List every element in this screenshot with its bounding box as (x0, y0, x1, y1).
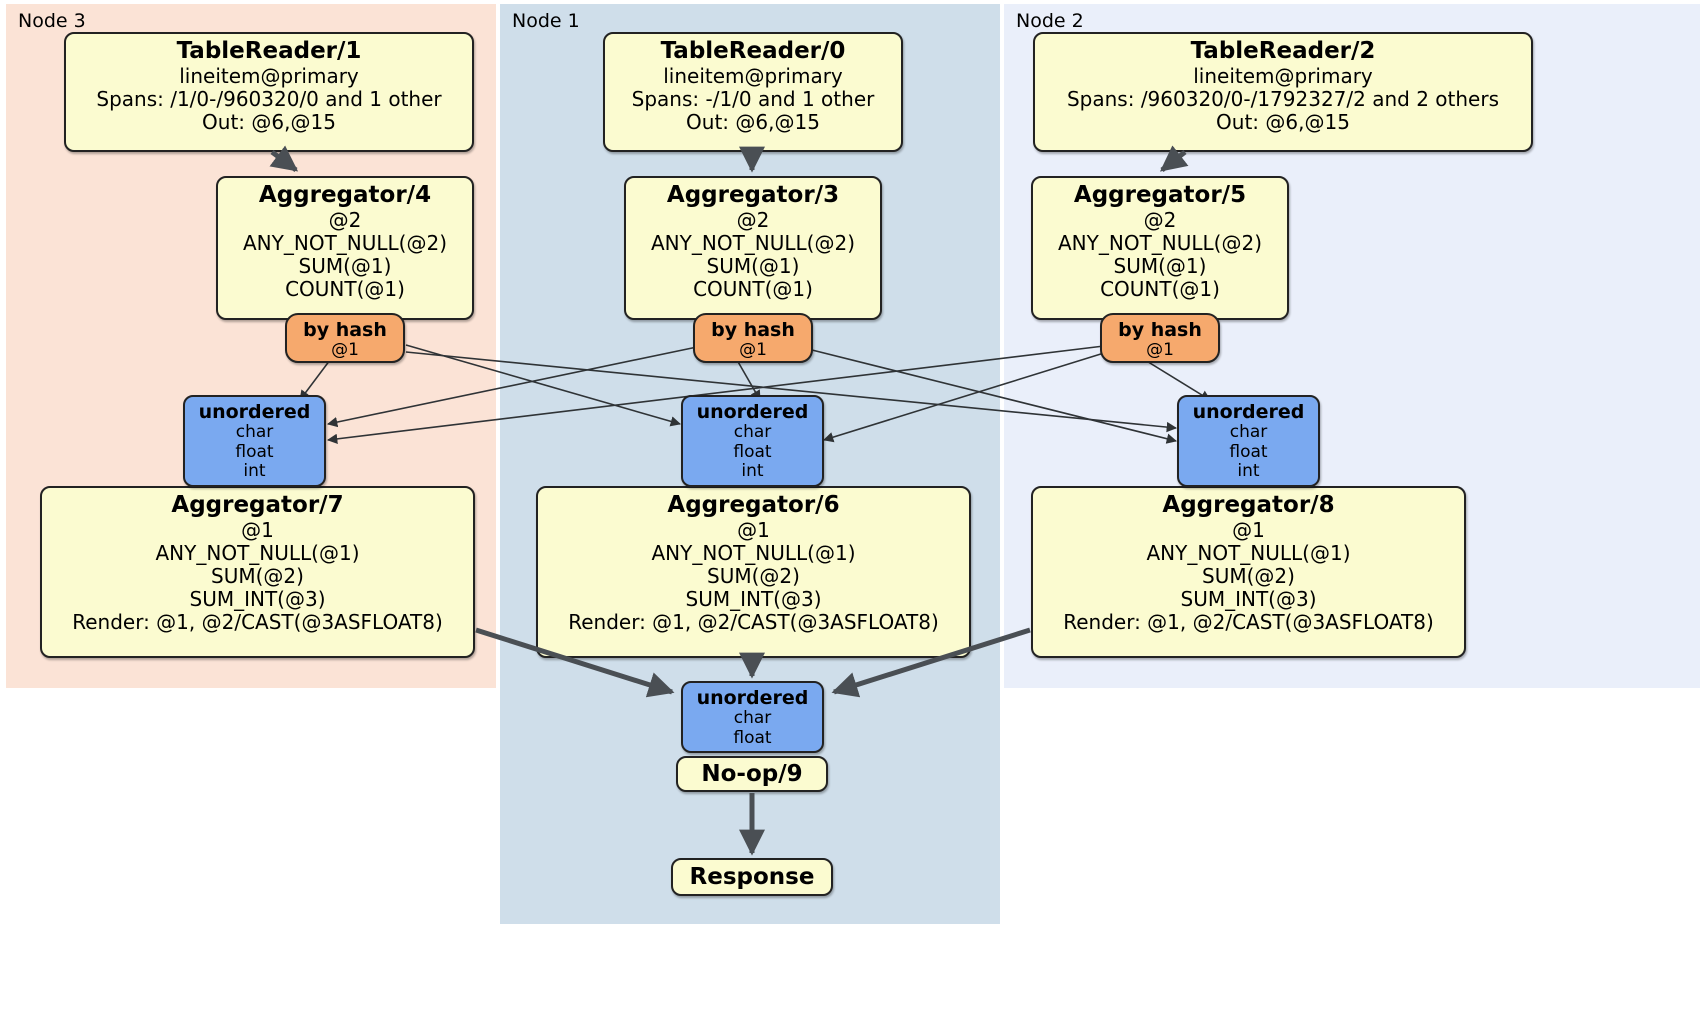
box-detail: lineitem@primary (179, 63, 359, 88)
box-detail: SUM(@1) (706, 254, 800, 279)
node-label-node3: Node 3 (18, 10, 86, 32)
processor-aggregator-5[interactable]: Aggregator/5 @2 ANY_NOT_NULL(@2) SUM(@1)… (1031, 176, 1289, 320)
box-detail: Out: @6,@15 (202, 110, 336, 135)
synchronizer-unordered-left[interactable]: unordered char float int (183, 395, 326, 487)
box-title: No-op/9 (701, 760, 803, 787)
box-detail: Render: @1, @2/CAST(@3ASFLOAT8) (568, 610, 939, 635)
processor-aggregator-8[interactable]: Aggregator/8 @1 ANY_NOT_NULL(@1) SUM(@2)… (1031, 486, 1466, 658)
box-detail: COUNT(@1) (1100, 277, 1220, 302)
box-detail: ANY_NOT_NULL(@2) (243, 230, 447, 255)
processor-aggregator-3[interactable]: Aggregator/3 @2 ANY_NOT_NULL(@2) SUM(@1)… (624, 176, 882, 320)
node-label-node2: Node 2 (1016, 10, 1084, 32)
synchronizer-unordered-center[interactable]: unordered char float int (681, 395, 824, 487)
processor-table-reader-2[interactable]: TableReader/2 lineitem@primary Spans: /9… (1033, 32, 1533, 152)
box-detail: float (1229, 441, 1268, 462)
processor-aggregator-4[interactable]: Aggregator/4 @2 ANY_NOT_NULL(@2) SUM(@1)… (216, 176, 474, 320)
box-title: Aggregator/3 (666, 182, 840, 208)
box-title: Aggregator/7 (171, 492, 344, 518)
router-by-hash-right[interactable]: by hash @1 (1100, 313, 1220, 363)
box-detail: SUM_INT(@3) (1180, 587, 1317, 612)
box-detail: @2 (1143, 207, 1177, 232)
box-detail: Spans: /1/0-/960320/0 and 1 other (96, 86, 442, 111)
box-title: by hash (1118, 319, 1202, 341)
box-detail: @1 (737, 517, 770, 542)
box-detail: @1 (1232, 517, 1265, 542)
box-detail: int (243, 461, 266, 482)
box-detail: ANY_NOT_NULL(@2) (651, 230, 855, 255)
synchronizer-unordered-right[interactable]: unordered char float int (1177, 395, 1320, 487)
box-detail: @2 (736, 207, 770, 232)
box-title: TableReader/2 (1190, 38, 1376, 64)
box-title: by hash (303, 319, 387, 341)
box-title: Response (689, 863, 815, 890)
box-title: Aggregator/8 (1162, 492, 1335, 518)
box-detail: Spans: /960320/0-/1792327/2 and 2 others (1066, 86, 1499, 111)
synchronizer-unordered-final[interactable]: unordered char float (681, 681, 824, 753)
box-detail: @1 (739, 340, 767, 361)
box-detail: SUM(@1) (298, 254, 392, 279)
box-detail: SUM(@1) (1113, 254, 1207, 279)
processor-noop-9[interactable]: No-op/9 (676, 756, 828, 792)
box-title: Aggregator/6 (667, 492, 840, 518)
box-detail: SUM(@2) (211, 564, 304, 589)
router-by-hash-center[interactable]: by hash @1 (693, 313, 813, 363)
box-detail: float (733, 441, 772, 462)
processor-aggregator-6[interactable]: Aggregator/6 @1 ANY_NOT_NULL(@1) SUM(@2)… (536, 486, 971, 658)
box-detail: Render: @1, @2/CAST(@3ASFLOAT8) (72, 610, 443, 635)
box-detail: @1 (1146, 340, 1174, 361)
box-detail: int (1237, 461, 1260, 482)
processor-table-reader-0[interactable]: TableReader/0 lineitem@primary Spans: -/… (603, 32, 903, 152)
node-label-node1: Node 1 (512, 10, 580, 32)
box-detail: int (741, 461, 764, 482)
processor-table-reader-1[interactable]: TableReader/1 lineitem@primary Spans: /1… (64, 32, 474, 152)
box-detail: COUNT(@1) (285, 277, 405, 302)
box-detail: COUNT(@1) (693, 277, 813, 302)
box-title: unordered (198, 401, 311, 423)
box-title: unordered (1192, 401, 1305, 423)
box-detail: char (733, 708, 772, 729)
processor-aggregator-7[interactable]: Aggregator/7 @1 ANY_NOT_NULL(@1) SUM(@2)… (40, 486, 475, 658)
box-detail: ANY_NOT_NULL(@1) (155, 540, 360, 565)
box-detail: char (235, 422, 274, 443)
box-title: TableReader/1 (176, 38, 362, 64)
box-detail: lineitem@primary (1193, 63, 1373, 88)
box-detail: Spans: -/1/0 and 1 other (631, 86, 875, 111)
router-by-hash-left[interactable]: by hash @1 (285, 313, 405, 363)
box-title: Aggregator/5 (1073, 182, 1247, 208)
box-detail: Out: @6,@15 (686, 110, 820, 135)
box-detail: float (235, 441, 274, 462)
box-detail: @1 (331, 340, 359, 361)
box-title: TableReader/0 (660, 38, 846, 64)
box-detail: float (733, 727, 772, 748)
box-detail: SUM(@2) (707, 564, 800, 589)
box-detail: char (733, 422, 772, 443)
box-detail: SUM(@2) (1202, 564, 1295, 589)
box-detail: lineitem@primary (663, 63, 843, 88)
box-title: by hash (711, 319, 795, 341)
box-title: unordered (696, 687, 809, 709)
box-detail: ANY_NOT_NULL(@1) (651, 540, 856, 565)
box-detail: char (1229, 422, 1268, 443)
box-title: unordered (696, 401, 809, 423)
processor-response[interactable]: Response (671, 858, 833, 896)
box-detail: @2 (328, 207, 362, 232)
box-title: Aggregator/4 (258, 182, 432, 208)
box-detail: Out: @6,@15 (1216, 110, 1350, 135)
box-detail: ANY_NOT_NULL(@2) (1058, 230, 1262, 255)
box-detail: SUM_INT(@3) (685, 587, 822, 612)
box-detail: @1 (241, 517, 274, 542)
box-detail: Render: @1, @2/CAST(@3ASFLOAT8) (1063, 610, 1434, 635)
box-detail: SUM_INT(@3) (189, 587, 326, 612)
box-detail: ANY_NOT_NULL(@1) (1146, 540, 1351, 565)
